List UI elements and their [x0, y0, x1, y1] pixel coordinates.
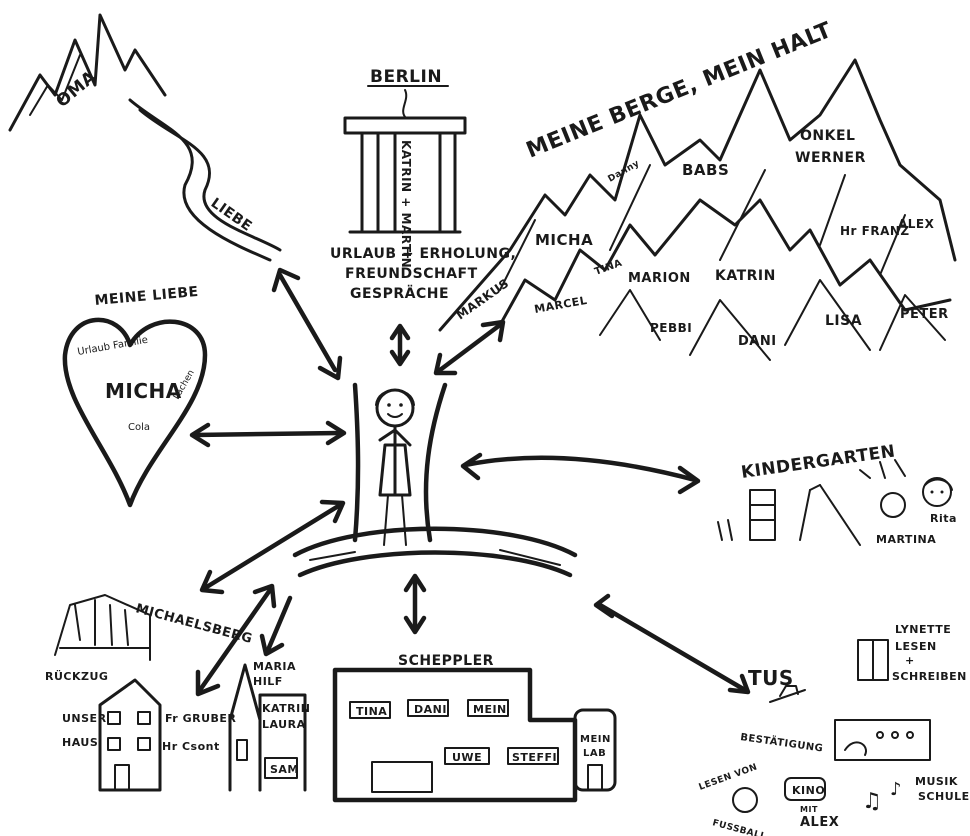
mountain-alex: ALEX [898, 217, 935, 231]
unser-haus: UNSER HAUS Fr GRUBER Hr Csont [62, 678, 236, 792]
scheppler-window-mein: MEIN [473, 703, 507, 716]
connection-arrows [189, 267, 751, 697]
mountain-marcel: MARCEL [533, 294, 588, 316]
haus-label-2: HAUS [62, 736, 98, 749]
scheppler-window-uwe: UWE [452, 751, 482, 764]
kindergarten-rita: Rita [930, 512, 957, 525]
scheppler-window-steffi: STEFFI [512, 751, 557, 764]
heart-name: MICHA [105, 379, 182, 403]
berlin-title: BERLIN [370, 67, 442, 87]
mountain-pebbi: PEBBI [650, 321, 692, 335]
tus-caption: BESTÄTIGUNG [740, 729, 825, 755]
kino-label: KINO [792, 784, 825, 797]
mountains-right: MARKUS MICHA Danny BABS ONKEL WERNER Hr … [438, 58, 957, 361]
scheppler-window-tina: TINA [356, 705, 387, 718]
mountain-hr-franz: Hr FRANZ [840, 224, 910, 238]
lynette-line-4: SCHREIBEN [892, 670, 967, 683]
lynette-line-3: + [905, 654, 915, 667]
oma-label: OMA [52, 67, 100, 112]
heart-word-cola: Cola [128, 422, 150, 433]
maria-hilf-laura: LAURA [262, 718, 306, 731]
lynette: LYNETTE LESEN + SCHREIBEN [857, 623, 967, 683]
haus-label-hr-csont: Hr Csont [162, 740, 220, 753]
mountain-micha: MICHA [535, 231, 593, 249]
bottom-right-extras: LESEN VON FUSSBALL KINO MIT ALEX ♫ ♪ MUS… [698, 762, 970, 836]
maria-hilf: MARIA HILF KATRIN LAURA SAM [228, 660, 310, 792]
central-figure [292, 382, 578, 578]
scheppler-title: SCHEPPLER [398, 653, 494, 669]
music-note-icon: ♫ [862, 789, 882, 814]
michaelsberg-caption: RÜCKZUG [45, 669, 108, 683]
fussball-line-2: FUSSBALL [711, 818, 767, 836]
scheppler-tower-2: LAB [583, 748, 606, 759]
mountain-peter: PETER [900, 307, 949, 322]
musik-line-2: SCHULE [918, 790, 970, 803]
berlin-caption-1: URLAUB + ERHOLUNG, [330, 246, 516, 262]
heart-word-urlaub: Urlaub Familie [77, 335, 149, 358]
mountain-marion: MARION [628, 271, 691, 286]
kindergarten-title: KINDERGARTEN [740, 442, 897, 483]
scheppler-tower-1: MEIN [580, 734, 611, 745]
michaelsberg-title: MICHAELSBERG [134, 601, 254, 647]
mountain-katrin: KATRIN [715, 268, 776, 284]
maria-hilf-title-1: MARIA [253, 660, 296, 673]
berlin-gate: BERLIN KATRIN + MARTIN URLAUB + ERHOLUNG… [330, 67, 516, 302]
berlin-caption-2: FREUNDSCHAFT [345, 266, 478, 282]
haus-label-fr-gruber: Fr GRUBER [165, 712, 236, 725]
liebe-river: LIEBE [128, 98, 282, 262]
mountain-babs: BABS [682, 161, 729, 179]
kindergarten-martina: MARTINA [876, 533, 936, 546]
scheppler-building: SCHEPPLER TINA DANI MEIN UWE STEFFI MEIN… [332, 653, 617, 803]
haus-label-1: UNSER [62, 712, 107, 725]
mountain-danny: Danny [607, 159, 642, 185]
scheppler-window-dani: DANI [414, 703, 447, 716]
mountain-dani: DANI [738, 334, 777, 349]
heart-meine-liebe: MEINE LIEBE Urlaub Familie MICHA Cola La… [62, 284, 208, 508]
maria-hilf-katrin: KATRIN [262, 702, 310, 715]
lynette-line-2: LESEN [895, 640, 937, 653]
mountain-werner: WERNER [795, 150, 866, 166]
music-note-small-icon: ♪ [890, 779, 902, 800]
mountain-lisa: LISA [825, 313, 862, 329]
mountains-title: MEINE BERGE, MEIN HALT [523, 18, 836, 164]
kindergarten: KINDERGARTEN MARTINA Rita [717, 442, 957, 546]
heart-title: MEINE LIEBE [94, 284, 199, 309]
michaelsberg: MICHAELSBERG RÜCKZUG [45, 594, 254, 683]
berlin-names: KATRIN + MARTIN [399, 140, 413, 268]
berlin-caption-3: GESPRÄCHE [350, 285, 449, 302]
lynette-line-1: LYNETTE [895, 623, 951, 636]
maria-hilf-title-2: HILF [253, 675, 283, 688]
mountain-onkel: ONKEL [800, 128, 855, 144]
maria-hilf-sam: SAM [270, 763, 299, 776]
alex-line-2: ALEX [800, 815, 839, 830]
alex-line-1: MIT [800, 805, 818, 814]
musik-line-1: MUSIK [915, 775, 958, 788]
